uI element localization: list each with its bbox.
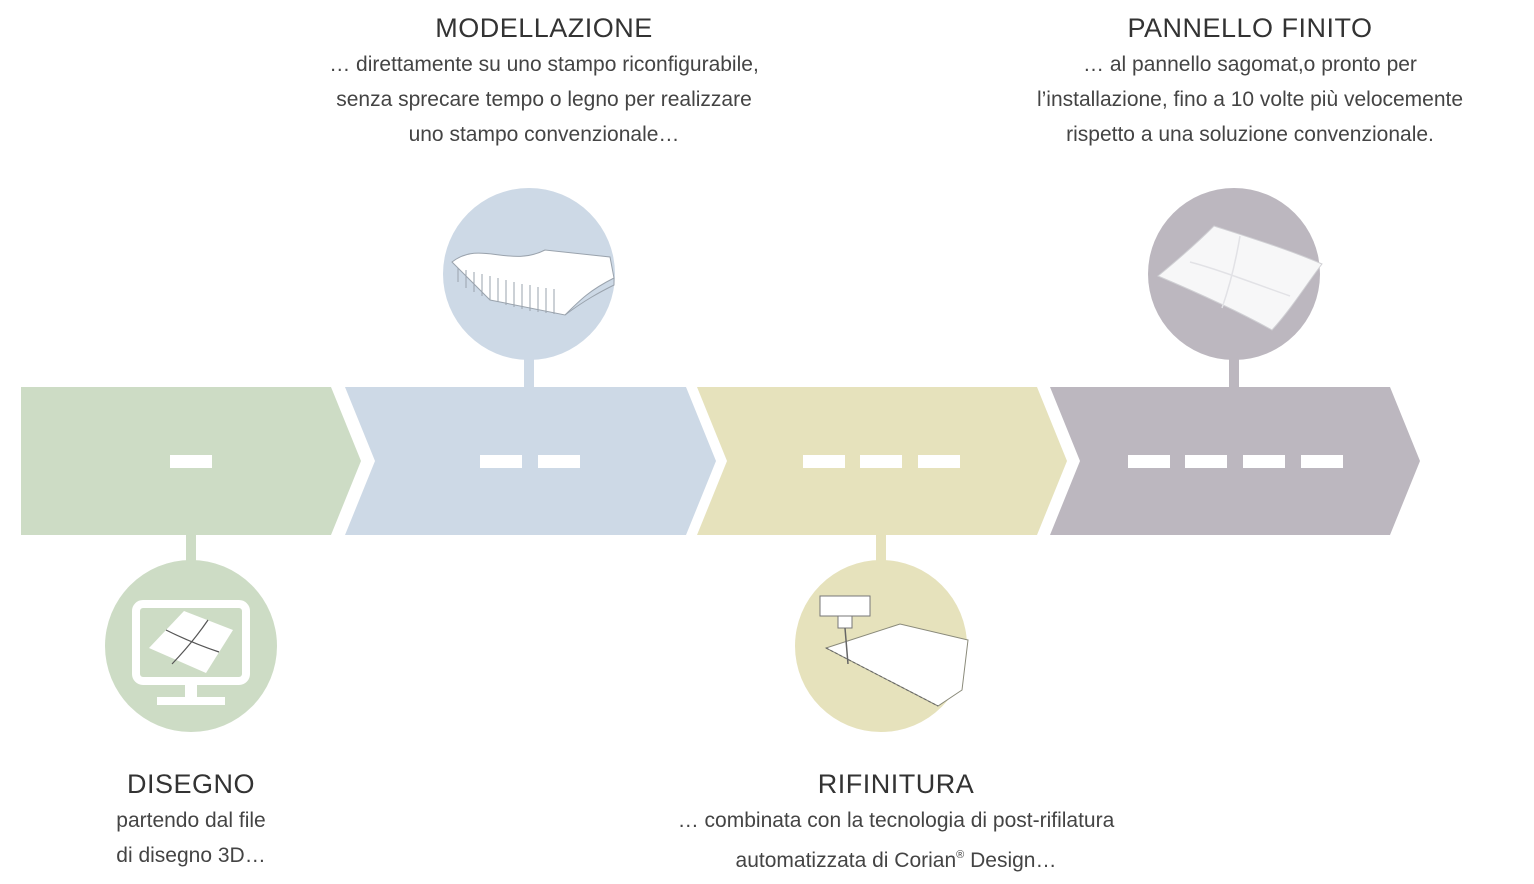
description-line: l’installazione, fino a 10 volte più vel… xyxy=(1036,88,1464,111)
step-title: PANNELLO FINITO xyxy=(1127,13,1373,43)
connector-pannello xyxy=(1229,356,1239,388)
description-line: … direttamente su uno stampo riconfigura… xyxy=(329,53,759,76)
step-mark xyxy=(170,455,212,468)
step-mark xyxy=(803,455,845,468)
step-mark xyxy=(1243,455,1285,468)
step-mark xyxy=(480,455,522,468)
trimming-machine-icon xyxy=(795,560,969,732)
step-caption-modellazione: MODELLAZIONE … direttamente su uno stamp… xyxy=(279,12,809,152)
connector-disegno xyxy=(186,534,196,566)
step-mark xyxy=(860,455,902,468)
step-description: … direttamente su uno stampo riconfigura… xyxy=(279,47,809,152)
description-line: … al pannello sagomat,o pronto per xyxy=(1083,53,1417,76)
connector-modellazione xyxy=(524,356,534,388)
connector-rifinitura xyxy=(876,534,886,566)
arrow-step-pannello xyxy=(1050,387,1420,535)
arrow-step-modellazione xyxy=(345,387,716,535)
step-marks-disegno xyxy=(170,455,212,468)
step-mark xyxy=(1128,455,1170,468)
step-mark xyxy=(538,455,580,468)
finished-panel-icon xyxy=(1148,188,1323,360)
description-line: uno stampo convenzionale… xyxy=(408,123,680,146)
step-title: DISEGNO xyxy=(126,769,256,799)
step-marks-modellazione xyxy=(480,455,580,468)
step-mark xyxy=(1301,455,1343,468)
description-line: partendo dal file xyxy=(116,809,266,832)
reconfigurable-mould-icon xyxy=(443,188,615,360)
step-description: … combinata con la tecnologia di post-ri… xyxy=(616,803,1176,878)
step-caption-rifinitura: RIFINITURA … combinata con la tecnologia… xyxy=(616,768,1176,878)
step-description: … al pannello sagomat,o pronto per l’ins… xyxy=(985,47,1515,152)
step-mark xyxy=(918,455,960,468)
description-text: automatizzata di Corian xyxy=(735,849,957,872)
step-caption-pannello: PANNELLO FINITO … al pannello sagomat,o … xyxy=(985,12,1515,152)
description-line: … combinata con la tecnologia di post-ri… xyxy=(677,809,1115,832)
step-title: MODELLAZIONE xyxy=(435,13,653,43)
description-line: senza sprecare tempo o legno per realizz… xyxy=(336,88,752,111)
step-caption-disegno: DISEGNO partendo dal file di disegno 3D… xyxy=(41,768,341,873)
description-line: automatizzata di Corian® Design… xyxy=(616,838,1176,878)
step-description: partendo dal file di disegno 3D… xyxy=(41,803,341,873)
step-title: RIFINITURA xyxy=(817,769,975,799)
description-line: di disegno 3D… xyxy=(116,844,266,867)
step-mark xyxy=(1185,455,1227,468)
step-marks-pannello xyxy=(1128,455,1343,468)
monitor-icon xyxy=(105,560,277,732)
description-line: rispetto a una soluzione convenzionale. xyxy=(1066,123,1434,146)
registered-mark: ® xyxy=(956,849,965,861)
step-marks-rifinitura xyxy=(803,455,960,468)
description-text: Design… xyxy=(964,849,1057,872)
